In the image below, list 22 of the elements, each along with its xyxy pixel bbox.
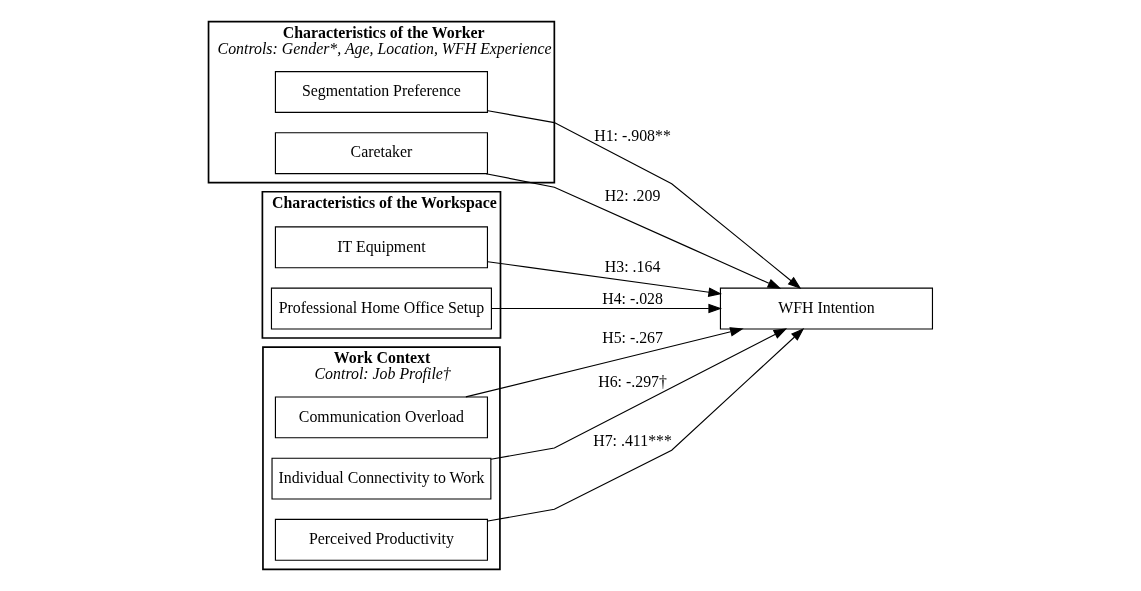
node-box: Professional Home Office Setup bbox=[270, 287, 492, 330]
arrow bbox=[487, 261, 722, 297]
edge-label: H3: .164 bbox=[604, 258, 661, 276]
edge-label: H5: -.267 bbox=[602, 328, 663, 346]
arrow bbox=[490, 328, 788, 460]
edge-label: H7: .411*** bbox=[593, 431, 672, 449]
node-box: WFH Intention bbox=[719, 287, 934, 330]
node-box: Segmentation Preference bbox=[274, 71, 488, 113]
edge-label: H6: -.297† bbox=[598, 373, 667, 390]
edge-label: H4: -.028 bbox=[602, 290, 663, 308]
node-box: Caretaker bbox=[274, 132, 488, 175]
edge-label: H2: .209 bbox=[604, 187, 661, 205]
node-box: Communication Overload bbox=[274, 396, 488, 439]
arrow bbox=[487, 110, 802, 290]
edge-label: H1: -.908** bbox=[594, 126, 671, 144]
arrow bbox=[487, 328, 805, 522]
node-box: IT Equipment bbox=[274, 226, 488, 269]
node-box: Individual Connectivity to Work bbox=[271, 457, 492, 500]
arrow bbox=[485, 173, 782, 289]
arrow bbox=[490, 303, 722, 314]
arrow bbox=[465, 327, 744, 398]
node-box: Perceived Productivity bbox=[274, 518, 488, 561]
